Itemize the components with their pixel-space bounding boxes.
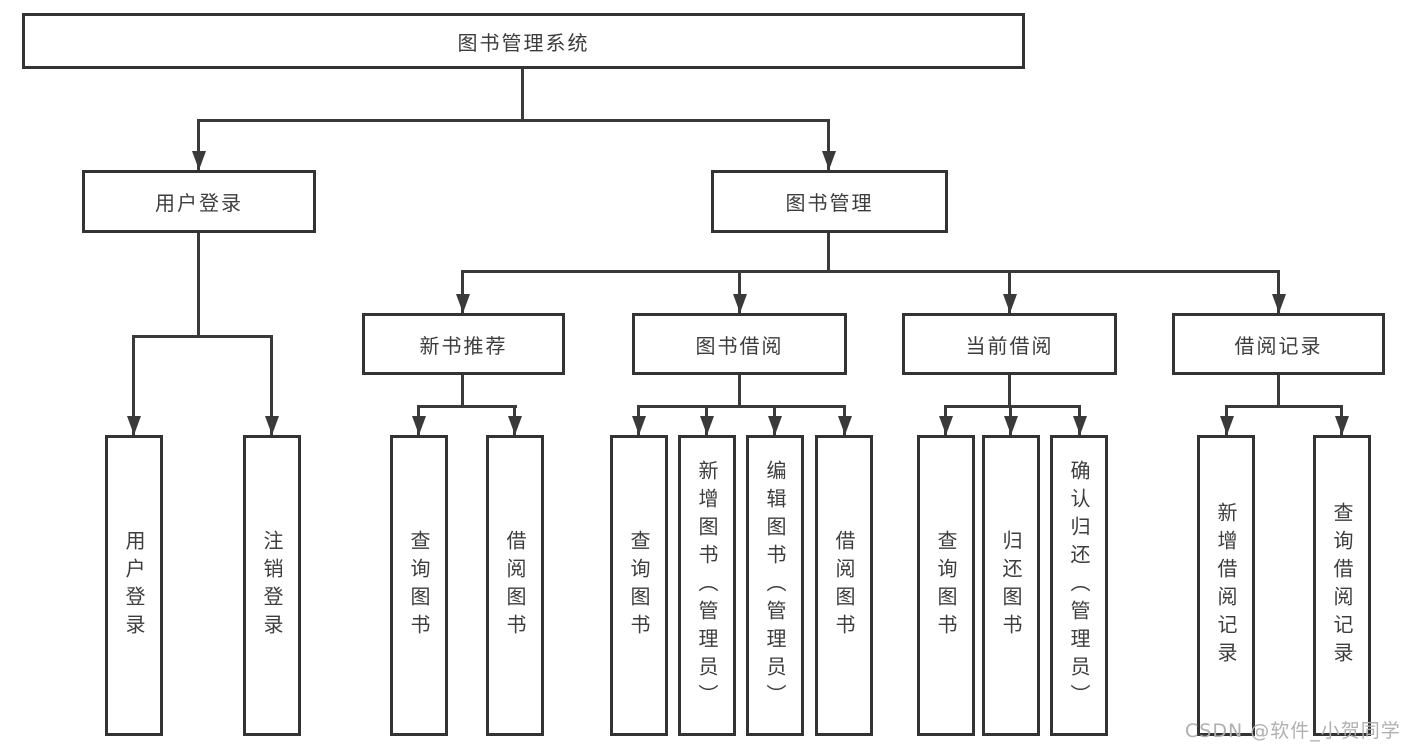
connector-root-bus <box>197 119 830 122</box>
leaf-label: 确认归还（管理员） <box>1067 459 1091 712</box>
connector-book-management-stem <box>827 233 830 272</box>
leaf-label: 编辑图书（管理员） <box>763 459 787 712</box>
leaf-borrow-books-borrow: 借阅图书 <box>815 435 873 736</box>
leaf-label: 借阅图书 <box>832 529 856 642</box>
connector-borrow-records-bus <box>1225 405 1342 408</box>
arrow-to-query-books-2 <box>631 405 646 435</box>
connector-root-stem <box>521 69 524 120</box>
connector-user-login-stem <box>197 233 200 337</box>
leaf-query-books-current: 查询图书 <box>917 435 975 736</box>
connector-user-login-bus <box>132 335 273 338</box>
node-label: 图书借阅 <box>695 333 784 358</box>
node-user-login: 用户登录 <box>82 170 316 233</box>
leaf-label: 新增借阅记录 <box>1214 501 1238 670</box>
leaf-query-books-borrow: 查询图书 <box>610 435 668 736</box>
node-book-borrowing: 图书借阅 <box>632 313 847 375</box>
arrow-to-query-borrow-record <box>1334 405 1349 435</box>
connector-new-books-stem <box>461 375 464 407</box>
leaf-label: 查询图书 <box>934 529 958 642</box>
leaf-confirm-return-admin: 确认归还（管理员） <box>1050 435 1108 736</box>
leaf-return-books: 归还图书 <box>982 435 1040 736</box>
node-new-book-recommendation: 新书推荐 <box>362 313 565 375</box>
connector-book-management-bus <box>461 270 1280 273</box>
node-label: 新书推荐 <box>419 333 508 358</box>
node-borrowing-records: 借阅记录 <box>1172 313 1385 375</box>
arrow-to-add-books <box>699 405 714 435</box>
arrow-to-user-login <box>191 119 206 170</box>
arrow-to-borrow-books-2 <box>837 405 852 435</box>
arrow-to-query-books-1 <box>411 405 426 435</box>
leaf-logout-login: 注销登录 <box>243 435 301 736</box>
leaf-query-borrow-record: 查询借阅记录 <box>1313 435 1371 736</box>
node-library-management-system: 图书管理系统 <box>22 13 1025 69</box>
leaf-label: 注销登录 <box>260 529 284 642</box>
node-label: 图书管理系统 <box>457 30 590 55</box>
leaf-edit-books-admin: 编辑图书（管理员） <box>746 435 804 736</box>
node-label: 图书管理 <box>785 191 874 215</box>
arrow-to-current-borrow <box>1002 270 1017 313</box>
leaf-label: 查询图书 <box>407 529 431 642</box>
leaf-add-borrow-record: 新增借阅记录 <box>1197 435 1255 736</box>
arrow-to-borrow-books-1 <box>507 405 522 435</box>
leaf-label: 借阅图书 <box>503 529 527 642</box>
leaf-label: 用户登录 <box>122 529 146 642</box>
leaf-query-books-newbooks: 查询图书 <box>390 435 448 736</box>
node-label: 借阅记录 <box>1234 333 1323 358</box>
connector-borrow-records-stem <box>1277 375 1280 407</box>
arrow-to-book-borrow <box>732 270 747 313</box>
leaf-label: 查询图书 <box>627 529 651 642</box>
node-label: 用户登录 <box>155 191 243 215</box>
csdn-watermark: CSDN @软件_小贺同学 <box>1185 720 1401 742</box>
arrow-to-confirm-return <box>1072 405 1087 435</box>
arrow-to-return-books <box>1003 405 1018 435</box>
connector-book-borrow-bus <box>637 405 846 408</box>
node-label: 当前借阅 <box>965 333 1054 358</box>
arrow-to-edit-books <box>767 405 782 435</box>
arrow-to-leaf-user-login <box>126 335 141 435</box>
node-current-borrowing: 当前借阅 <box>902 313 1117 375</box>
leaf-label: 归还图书 <box>999 529 1023 642</box>
leaf-user-login: 用户登录 <box>105 435 163 736</box>
arrow-to-borrow-records <box>1271 270 1286 313</box>
arrow-to-query-books-3 <box>938 405 953 435</box>
leaf-borrow-books-newbooks: 借阅图书 <box>486 435 544 736</box>
connector-current-borrow-bus <box>944 405 1081 408</box>
leaf-label: 查询借阅记录 <box>1330 501 1354 670</box>
arrow-to-book-management <box>821 119 836 170</box>
connector-book-borrow-stem <box>738 375 741 407</box>
leaf-label: 新增图书（管理员） <box>695 459 719 712</box>
connector-current-borrow-stem <box>1008 375 1011 407</box>
leaf-add-books-admin: 新增图书（管理员） <box>678 435 736 736</box>
node-book-management: 图书管理 <box>711 170 948 233</box>
connector-new-books-bus <box>417 405 517 408</box>
arrow-to-add-borrow-record <box>1219 405 1234 435</box>
arrow-to-leaf-logout <box>264 335 279 435</box>
arrow-to-new-books <box>455 270 470 313</box>
